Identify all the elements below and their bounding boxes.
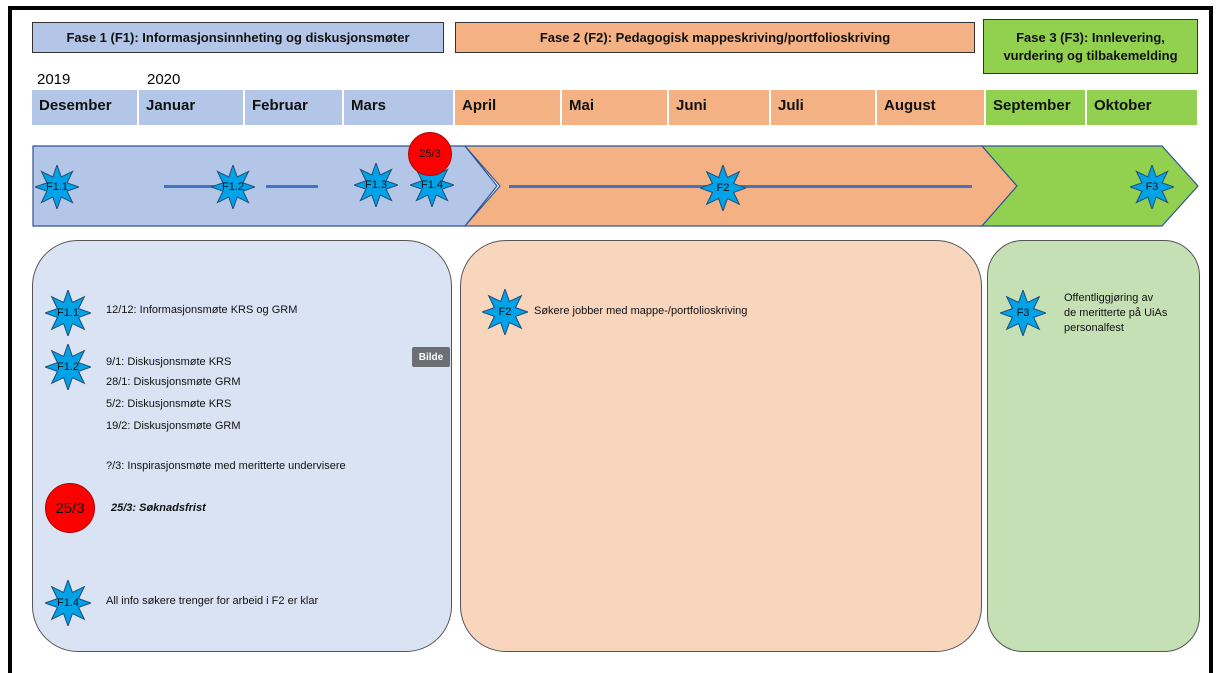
diagram-frame bbox=[8, 6, 1213, 673]
month-mai: Mai bbox=[562, 90, 669, 125]
star-icon bbox=[35, 165, 79, 209]
phase-1-arrow bbox=[32, 145, 498, 227]
timeline-f3-badge: F3 bbox=[1130, 165, 1174, 209]
f1-4-text: All info søkere trenger for arbeid i F2 … bbox=[106, 595, 319, 607]
panel-f1-2-badge: F1.2 bbox=[45, 344, 91, 390]
phase-1-details-panel bbox=[32, 240, 452, 652]
panel-f3-badge: F3 bbox=[1000, 290, 1046, 336]
month-april: April bbox=[455, 90, 562, 125]
star-icon bbox=[354, 163, 398, 207]
month-august: August bbox=[877, 90, 986, 125]
month-februar: Februar bbox=[245, 90, 344, 125]
month-mars: Mars bbox=[344, 90, 455, 125]
meeting-item: 9/1: Diskusjonsmøte KRS bbox=[106, 356, 232, 368]
badge-label: F1.1 bbox=[45, 181, 68, 193]
badge-label: F1.2 bbox=[56, 361, 79, 373]
f3-text-line: Offentliggjøring av bbox=[1064, 292, 1154, 304]
meeting-item: 5/2: Diskusjonsmøte KRS bbox=[106, 398, 232, 410]
timeline-line-f1-2-left bbox=[164, 185, 224, 188]
timeline-f1-2-badge: F1.2 bbox=[211, 165, 255, 209]
month-januar: Januar bbox=[139, 90, 245, 125]
badge-label: F3 bbox=[1016, 307, 1030, 319]
f3-text-line: personalfest bbox=[1064, 322, 1124, 334]
star-icon bbox=[45, 290, 91, 336]
month-september: September bbox=[986, 90, 1087, 125]
panel-f2-badge: F2 bbox=[482, 289, 528, 335]
star-icon bbox=[211, 165, 255, 209]
star-icon bbox=[45, 344, 91, 390]
phase-3-header: Fase 3 (F3): Innlevering, vurdering og t… bbox=[983, 19, 1198, 74]
month-oktober: Oktober bbox=[1087, 90, 1197, 125]
info-meeting-text: 12/12: Informasjonsmøte KRS og GRM bbox=[106, 304, 298, 316]
panel-f1-4-badge: F1.4 bbox=[45, 580, 91, 626]
f3-text-line: de meritterte på UiAs bbox=[1064, 307, 1168, 319]
star-icon bbox=[45, 580, 91, 626]
year-2019: 2019 bbox=[37, 71, 71, 88]
timeline-f2-badge: F2 bbox=[700, 165, 746, 211]
phase-3-arrow bbox=[980, 145, 1199, 227]
badge-label: F3 bbox=[1145, 181, 1159, 193]
badge-label: F1.3 bbox=[364, 179, 387, 191]
star-icon bbox=[1000, 290, 1046, 336]
month-juli: Juli bbox=[771, 90, 877, 125]
star-icon bbox=[700, 165, 746, 211]
star-icon bbox=[482, 289, 528, 335]
deadline-text: 25/3: Søknadsfrist bbox=[111, 502, 206, 514]
badge-label: F1.2 bbox=[221, 181, 244, 193]
panel-deadline-badge: 25/3 bbox=[45, 483, 95, 533]
star-icon bbox=[1130, 165, 1174, 209]
badge-label: F1.4 bbox=[56, 597, 79, 609]
phase-2-details-panel bbox=[460, 240, 982, 652]
panel-f1-1-badge: F1.1 bbox=[45, 290, 91, 336]
badge-label: F2 bbox=[498, 306, 512, 318]
badge-label: F1.1 bbox=[56, 307, 79, 319]
year-2020: 2020 bbox=[147, 71, 181, 88]
timeline-f1-3-badge: F1.3 bbox=[354, 163, 398, 207]
timeline-line-f2-right bbox=[740, 185, 972, 188]
phase-1-header: Fase 1 (F1): Informasjonsinnheting og di… bbox=[32, 22, 444, 53]
inspiration-meeting-text: ?/3: Inspirasjonsmøte med meritterte und… bbox=[106, 460, 346, 472]
meeting-item: 28/1: Diskusjonsmøte GRM bbox=[106, 376, 241, 388]
month-juni: Juni bbox=[669, 90, 771, 125]
timeline-line-f1-2-right bbox=[266, 185, 318, 188]
badge-label: F1.4 bbox=[420, 179, 443, 191]
meeting-item: 19/2: Diskusjonsmøte GRM bbox=[106, 420, 241, 432]
image-tooltip: Bilde bbox=[412, 347, 450, 367]
f2-text: Søkere jobber med mappe-/portfolioskrivi… bbox=[534, 305, 748, 317]
badge-label: F2 bbox=[716, 182, 730, 194]
timeline-deadline-badge: 25/3 bbox=[408, 132, 452, 176]
timeline-f1-1-badge: F1.1 bbox=[35, 165, 79, 209]
timeline-line-f2-left bbox=[509, 185, 709, 188]
phase-2-header: Fase 2 (F2): Pedagogisk mappeskriving/po… bbox=[455, 22, 975, 53]
month-desember: Desember bbox=[32, 90, 139, 125]
